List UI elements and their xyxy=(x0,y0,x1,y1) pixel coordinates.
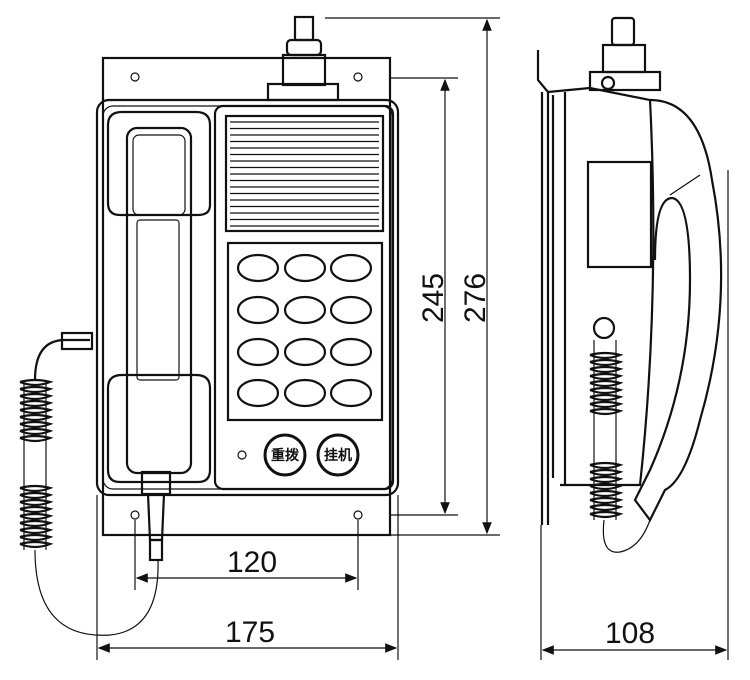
coil-turn xyxy=(589,461,624,470)
coil-turn xyxy=(589,400,624,409)
coil-turn xyxy=(589,510,624,519)
coil-turn xyxy=(589,407,624,416)
coil-turn xyxy=(19,512,54,521)
coil-turn xyxy=(589,496,624,505)
coil-turn xyxy=(589,372,624,381)
coil-turn xyxy=(589,468,624,477)
coil-turn xyxy=(19,434,54,443)
control-panel xyxy=(213,104,395,491)
dim-245: 245 xyxy=(417,273,450,323)
coil-turn xyxy=(19,399,54,408)
coil-turn xyxy=(589,365,624,374)
coiled-cord xyxy=(19,378,54,550)
dimensions: 245 276 120 175 108 xyxy=(96,17,729,660)
coil-turn xyxy=(19,519,54,528)
coil-turn xyxy=(19,392,54,401)
keypad-key[interactable] xyxy=(283,295,327,325)
coil-turn xyxy=(19,427,54,436)
coil-turn xyxy=(589,386,624,395)
redial-button[interactable]: 重拨 xyxy=(263,433,307,477)
coil-turn xyxy=(589,503,624,512)
dim-108: 108 xyxy=(605,617,655,650)
coil-turn xyxy=(589,358,624,367)
hangup-button[interactable]: 挂机 xyxy=(316,433,360,477)
keypad-key[interactable] xyxy=(329,337,373,367)
coil-turn xyxy=(19,420,54,429)
coil-turn xyxy=(19,413,54,422)
coil-turn xyxy=(19,484,54,493)
coil-turn xyxy=(19,533,54,542)
keypad-key[interactable] xyxy=(236,253,280,283)
indicator-led xyxy=(237,450,247,460)
speaker-grille xyxy=(230,121,379,227)
coil-turn xyxy=(589,393,624,402)
coil-turn xyxy=(19,406,54,415)
coil-turn xyxy=(19,385,54,394)
keypad-key[interactable] xyxy=(329,378,373,408)
redial-label: 重拨 xyxy=(271,447,300,464)
coil-turn xyxy=(19,540,54,549)
front-view: 重拨 挂机 xyxy=(19,15,400,636)
junction-box xyxy=(586,160,653,269)
keypad-key[interactable] xyxy=(283,378,327,408)
keypad-key[interactable] xyxy=(329,253,373,283)
mount-hole xyxy=(353,510,363,520)
coil-turn xyxy=(589,379,624,388)
coil-turn xyxy=(589,351,624,360)
handset[interactable] xyxy=(106,110,212,484)
mount-hole xyxy=(130,510,140,520)
side-view xyxy=(536,16,723,553)
coil-turn xyxy=(19,491,54,500)
coil-turn xyxy=(19,498,54,507)
keypad-key[interactable] xyxy=(236,378,280,408)
keypad-key[interactable] xyxy=(283,253,327,283)
coil-turn xyxy=(589,475,624,484)
coil-turn xyxy=(19,526,54,535)
coil-turn xyxy=(19,505,54,514)
keypad-key[interactable] xyxy=(329,295,373,325)
mount-hole xyxy=(130,72,140,82)
coil-turn xyxy=(19,378,54,387)
keypad-key[interactable] xyxy=(283,337,327,367)
keypad xyxy=(226,241,384,422)
mount-hole xyxy=(353,72,363,82)
dim-175: 175 xyxy=(225,616,275,649)
housing xyxy=(95,98,400,497)
hangup-label: 挂机 xyxy=(324,447,352,464)
dim-276: 276 xyxy=(459,273,492,323)
keypad-key[interactable] xyxy=(236,337,280,367)
handset-cord-plug xyxy=(140,470,172,562)
coil-turn xyxy=(589,482,624,491)
coil-turn xyxy=(589,489,624,498)
dim-120: 120 xyxy=(227,546,277,579)
keypad-key[interactable] xyxy=(236,295,280,325)
